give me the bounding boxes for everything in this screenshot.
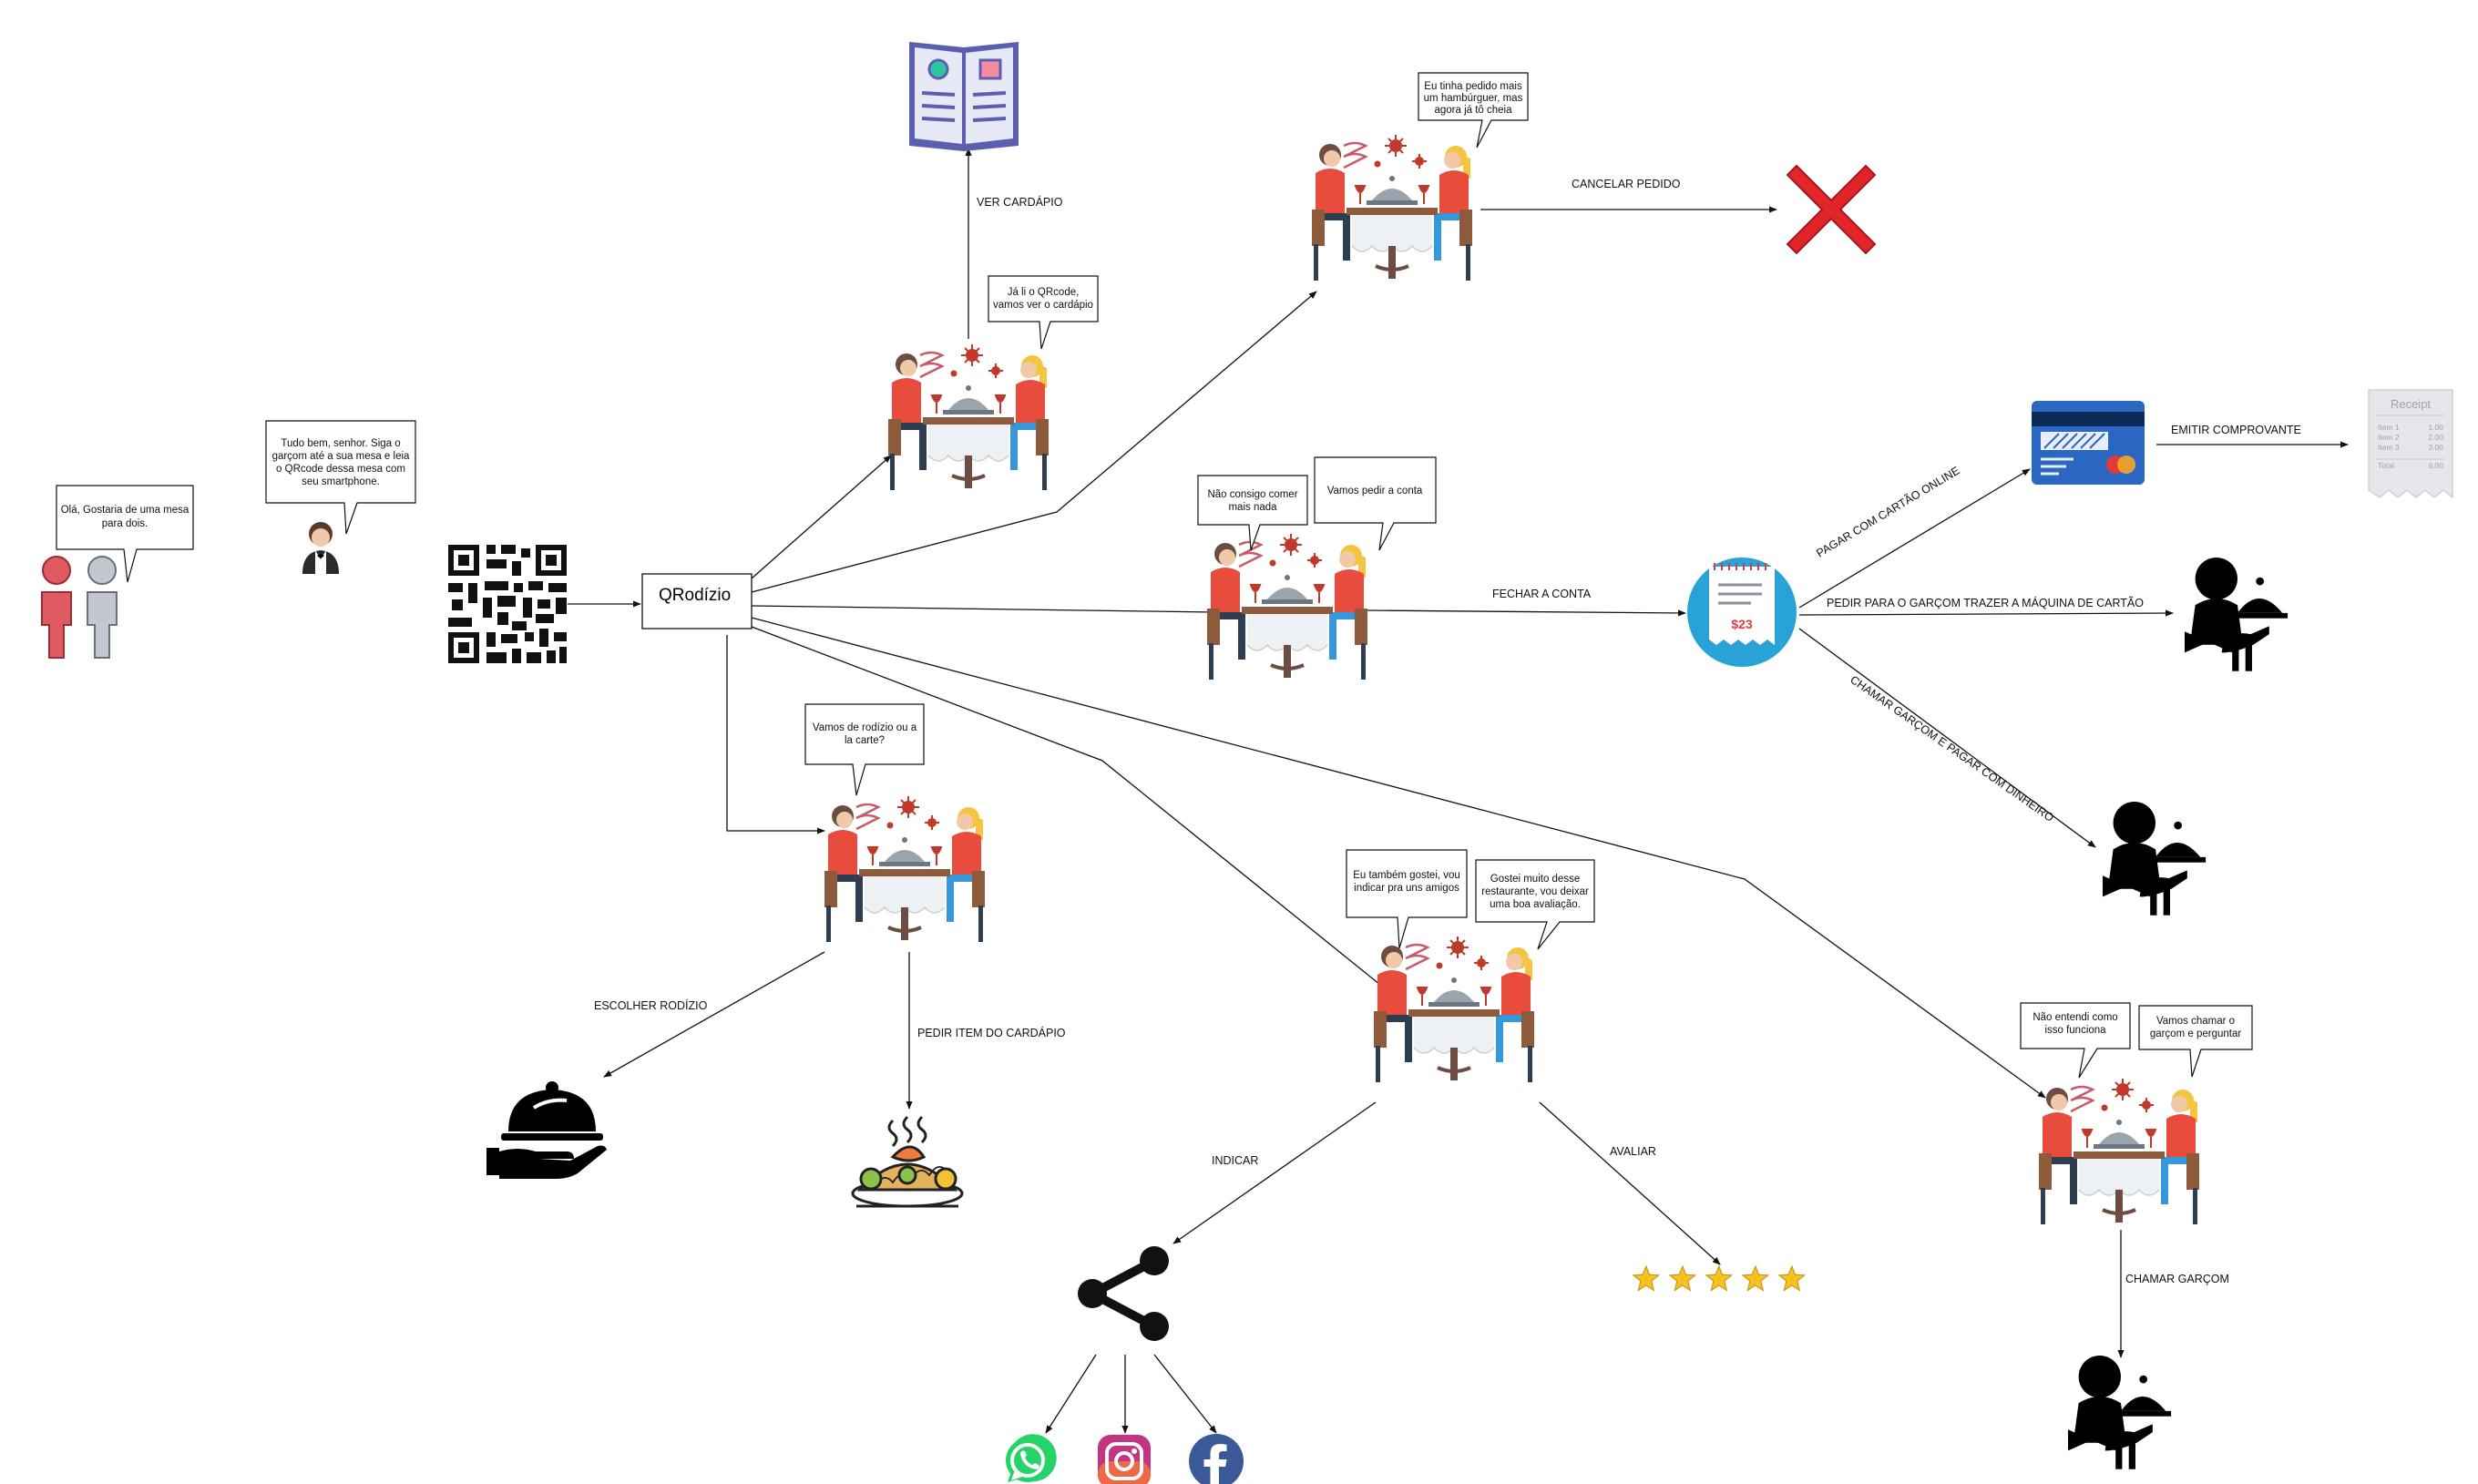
receipt-item-name: Item 1 [2378, 423, 2400, 432]
menu-book-icon [909, 42, 1019, 151]
edge-label-chamar-garcom: CHAMAR GARÇOM [2125, 1273, 2229, 1285]
edge-label-avaliar: AVALIAR [1610, 1145, 1656, 1158]
edge-label-escolher-rodizio: ESCOLHER RODÍZIO [594, 998, 708, 1012]
edge-label-pedir-item: PEDIR ITEM DO CARDÁPIO [917, 1026, 1066, 1039]
speech-bubble-read-qr: Já li o QRcode,vamos ver o cardápio [988, 275, 1099, 350]
receipt-icon: Receipt Item 1 1.00 Item 2 2.00 Item 3 3.00… [2368, 389, 2453, 499]
bill-amount: $23 [1731, 617, 1753, 631]
cancel-x-icon [1786, 164, 1877, 255]
edge-label-indicar: INDICAR [1212, 1154, 1258, 1167]
star-icon [1742, 1265, 1769, 1292]
rating-stars [1633, 1265, 1806, 1292]
couple-dining-icon [823, 794, 987, 944]
couple-dining-icon [886, 343, 1050, 492]
instagram-icon[interactable] [1098, 1435, 1151, 1484]
star-icon [1669, 1265, 1696, 1292]
star-icon [1778, 1265, 1806, 1292]
speech-text-read-qr: Já li o QRcode,vamos ver o cardápio [993, 287, 1093, 311]
star-icon [1705, 1265, 1733, 1292]
customers-icon [41, 556, 118, 659]
receipt-item-name: Item 2 [2378, 433, 2400, 442]
share-icon [1078, 1246, 1169, 1341]
waiter-icon [302, 522, 339, 574]
root-node[interactable]: QRodízio [641, 573, 753, 629]
couple-dining-icon [1372, 935, 1536, 1084]
connectors [568, 148, 2349, 1434]
credit-card-icon [2032, 401, 2145, 485]
receipt-item-name: Item 3 [2378, 443, 2400, 452]
receipt-total-label: Total [2378, 461, 2394, 470]
edge-label-cancelar-pedido: CANCELAR PEDIDO [1572, 178, 1681, 190]
edge-label-emitir-comprovante: EMITIR COMPROVANTE [2171, 424, 2301, 436]
speech-text-ask-bill: Vamos pedir a conta [1327, 486, 1423, 496]
waiter-tray-icon [2185, 558, 2289, 671]
receipt-item-price: 1.00 [2428, 423, 2443, 432]
facebook-icon[interactable] [1189, 1434, 1244, 1484]
couple-dining-icon [2037, 1077, 2201, 1226]
edge-label-ver-cardapio: VER CARDÁPIO [977, 195, 1063, 209]
root-node-box[interactable] [641, 573, 753, 629]
star-icon [1633, 1265, 1660, 1292]
whatsapp-icon[interactable] [1006, 1434, 1057, 1482]
food-cloche-icon [486, 1081, 607, 1179]
couple-dining-icon [1310, 133, 1474, 282]
edge-label-fechar-conta: FECHAR A CONTA [1492, 588, 1592, 600]
pasta-dish-icon [851, 1115, 964, 1208]
speech-bubble-ask-bill: Vamos pedir a conta [1314, 456, 1437, 551]
waiter-tray-icon [2103, 802, 2207, 916]
receipt-title: Receipt [2391, 397, 2431, 411]
couple-dining-icon [1205, 532, 1369, 681]
receipt-item-price: 2.00 [2428, 433, 2443, 442]
bill-icon: $23 [1687, 558, 1797, 667]
receipt-item-price: 3.00 [2428, 443, 2443, 452]
edge-label-pagar-dinheiro: CHAMAR GARÇOM E PAGAR COM DINHEIRO [1848, 673, 2056, 824]
edge-label-pagar-cartao-online: PAGAR COM CARTÃO ONLINE [1814, 464, 1961, 559]
edge-label-pedir-maquina: PEDIR PARA O GARÇOM TRAZER A MÁQUINA DE … [1827, 596, 2144, 609]
receipt-total: 6.00 [2428, 461, 2443, 470]
root-node-label: QRodízio [659, 586, 731, 605]
waiter-tray-icon [2068, 1356, 2172, 1469]
qr-code-icon [448, 545, 567, 663]
